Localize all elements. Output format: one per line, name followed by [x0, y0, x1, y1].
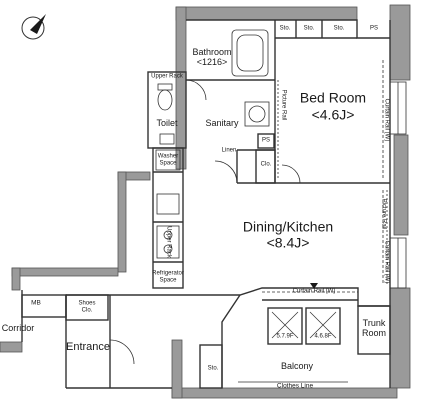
label-shoes-closet: Shoes Clo. [78, 300, 96, 313]
label-storage-1: Sto. [279, 25, 291, 32]
room-bathroom-name: Bathroom [192, 47, 232, 58]
ps-sanitary-box [257, 133, 275, 149]
trunk-room-box [357, 305, 391, 355]
room-corridor-name: Corridor [1, 323, 35, 334]
label-ps-top: PS [369, 25, 379, 32]
partitions [21, 19, 391, 389]
label-storage-balcony: Sto. [207, 365, 219, 372]
label-ac-unit-2: 4.6.8F [314, 333, 332, 340]
bathtub [231, 29, 269, 77]
ac-marks [271, 311, 337, 339]
washbasin-bowl [248, 105, 266, 123]
wall-step-3 [11, 267, 119, 277]
wall-right-mid [393, 134, 409, 236]
wall-top [175, 6, 358, 21]
label-storage-2: Sto. [303, 25, 315, 32]
label-picture-rail-dining: Picture Rail [380, 198, 387, 230]
balcony-storage-box [199, 344, 223, 389]
label-ps-sanitary: PS [261, 137, 271, 144]
label-washer-space: Washer Space [157, 153, 179, 166]
door-swing-entrance [109, 339, 135, 365]
label-ac-unit-1: 5.7.9F [276, 333, 294, 340]
wall-right-upper [389, 4, 411, 81]
wall-corridor [0, 341, 23, 353]
room-dining-size: <8.4J> [266, 234, 310, 251]
wall-step-4 [11, 267, 21, 291]
kitchen-sink [156, 193, 180, 215]
label-mb: MB [31, 299, 41, 307]
fixtures [109, 29, 407, 383]
balcony-note: Clothes Line [276, 382, 314, 390]
toilet-bowl [157, 89, 173, 111]
stove [156, 225, 180, 259]
label-upper-rack: Upper Rack [151, 73, 183, 80]
room-trunk-name: Trunk Room [361, 318, 387, 338]
compass-needle-icon [30, 14, 46, 34]
kitchen-counter [152, 147, 184, 289]
closet-box [255, 149, 276, 184]
label-upper-rack-kitchen: Upper Rack [165, 226, 172, 258]
washbasin [244, 101, 270, 127]
balcony-left [221, 294, 241, 388]
label-curtain-rail-bottom: Curtain Rail (W) [292, 288, 336, 295]
burner-2 [163, 244, 173, 254]
washer-space-box [155, 149, 181, 171]
room-entrance-name: Entrance [65, 340, 111, 353]
wall-entrance-right [171, 339, 183, 399]
room-bedroom-name: Bed Room [299, 89, 367, 106]
mb-box [21, 294, 67, 318]
wall-step-2 [117, 171, 127, 273]
door-swing-dining [214, 160, 238, 184]
label-picture-rail-bed: Picture Rail [280, 89, 287, 121]
door-swing-sanitary [185, 79, 207, 101]
wall-left-upper [175, 6, 187, 170]
room-dining-name: Dining/Kitchen [242, 218, 334, 235]
label-linen: Linen [221, 147, 237, 154]
dining-bottom [176, 287, 390, 307]
toilet-tank [157, 83, 173, 91]
room-bathroom-size: <1216> [196, 57, 228, 68]
label-storage-3: Sto. [333, 25, 345, 32]
toilet-sink [159, 133, 175, 145]
label-refrigerator-space: Refrigerator Space [152, 270, 184, 283]
room-sanitary-name: Sanitary [205, 118, 239, 129]
ac-unit-2-box [305, 307, 341, 345]
wall-right-lower [389, 287, 411, 389]
room-balcony-name: Balcony [280, 361, 314, 372]
room-bedroom-size: <4.6J> [311, 106, 355, 123]
burner-1 [163, 230, 173, 240]
door-swing-bedroom [281, 164, 301, 184]
label-closet: Clo. [260, 161, 272, 168]
room-toilet-name: Toilet [156, 118, 178, 129]
bathtub-inner [236, 34, 264, 72]
label-curtain-rail-dining: Curtain Rail (W) [383, 240, 390, 284]
label-curtain-rail-bed: Curtain Rail (W) [383, 98, 390, 142]
boundary-top [186, 19, 390, 39]
ac-unit-1-box [267, 307, 303, 345]
compass [21, 14, 46, 40]
arrow-marker [310, 283, 318, 289]
